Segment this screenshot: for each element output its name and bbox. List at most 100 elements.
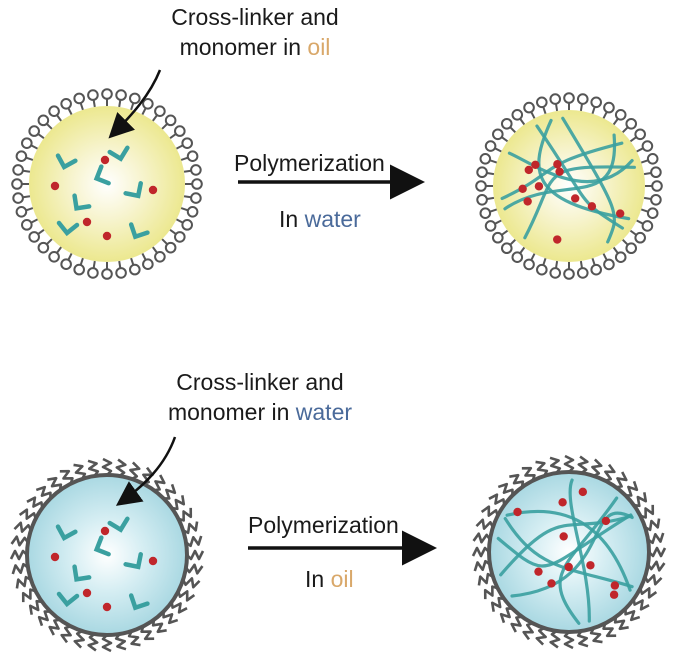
surfactant-tail xyxy=(555,103,559,112)
surfactant-head xyxy=(154,105,166,117)
surfactant-tail xyxy=(509,239,516,246)
surfactant-head xyxy=(523,258,535,271)
surfactant-tail xyxy=(499,607,513,624)
surfactant-tail xyxy=(576,630,589,648)
monomer-glyph xyxy=(72,564,92,582)
surfactant-head xyxy=(614,109,627,121)
surfactant-tail xyxy=(79,102,84,111)
surfactant-tail xyxy=(579,103,583,112)
surfactant-tail xyxy=(37,229,45,235)
crosslinker-dot xyxy=(102,602,112,612)
surfactant-head xyxy=(87,267,99,279)
surfactant-tail xyxy=(519,118,526,126)
surfactant-tail xyxy=(591,458,603,478)
surfactant-head xyxy=(484,140,497,152)
surfactant-tail xyxy=(648,546,667,558)
surfactant-tail xyxy=(494,219,502,225)
polymer-chain xyxy=(510,511,634,598)
surfactant-tail xyxy=(475,518,495,530)
surfactant-head xyxy=(603,258,615,271)
surfactant-head xyxy=(492,231,504,244)
surfactant-tail xyxy=(639,587,658,599)
surfactant-tail xyxy=(489,159,498,164)
surfactant-tail xyxy=(519,246,526,254)
surfactant-layer xyxy=(11,88,203,280)
surfactant-tail xyxy=(622,126,629,133)
crosslinker-dot xyxy=(555,167,564,176)
surfactant-head xyxy=(154,251,166,263)
surfactant-head xyxy=(87,89,99,101)
crosslinker-dot xyxy=(148,556,158,566)
crosslinker-dot xyxy=(559,532,568,541)
monomer-glyph xyxy=(93,164,111,186)
crosslinker-dot xyxy=(553,160,562,169)
surfactant-tail xyxy=(56,114,62,122)
surfactant-tail xyxy=(497,482,514,496)
surfactant-tail xyxy=(486,196,495,200)
surfactant-tail xyxy=(477,572,494,586)
surfactant-head xyxy=(73,263,85,276)
surfactant-tail xyxy=(87,632,99,652)
surfactant-tail xyxy=(509,473,525,488)
surfactant-tail xyxy=(153,474,166,492)
surfactant-tail xyxy=(589,627,603,644)
surfactant-tail xyxy=(47,476,63,491)
surfactant-tail xyxy=(577,455,589,475)
crosslinker-dot xyxy=(615,209,625,218)
polymer-chain xyxy=(505,509,632,592)
surfactant-head xyxy=(476,193,488,206)
surfactant-tail xyxy=(612,246,619,254)
crosslinker-dot xyxy=(100,526,110,536)
surfactant-head xyxy=(641,140,654,152)
surfactant-tail xyxy=(79,257,84,266)
crosslinker-dot xyxy=(50,181,60,191)
surfactant-tail xyxy=(535,626,547,646)
surfactant-tail xyxy=(629,136,637,143)
crosslinker-dot xyxy=(610,581,620,590)
top-medium-solvent: water xyxy=(304,206,361,232)
surfactant-head xyxy=(484,220,497,232)
surfactant-head xyxy=(48,105,60,117)
surfactant-tail xyxy=(35,485,52,499)
surfactant-tail xyxy=(602,253,608,261)
surfactant-head xyxy=(129,263,141,276)
surfactant-tail xyxy=(152,114,158,122)
surfactant-tail xyxy=(480,505,499,517)
surfactant-head xyxy=(476,166,488,179)
polymer-chain xyxy=(503,516,634,589)
surfactant-tail xyxy=(73,629,85,649)
surfactant-tail xyxy=(530,253,536,261)
monomer-glyph xyxy=(123,181,143,199)
surfactant-head xyxy=(625,117,638,130)
surfactant-head xyxy=(101,268,113,280)
surfactant-head xyxy=(603,101,615,114)
monomer-glyph xyxy=(56,591,80,608)
surfactant-tail xyxy=(161,238,168,245)
surfactant-tail xyxy=(170,601,188,614)
surfactant-head xyxy=(646,207,659,219)
surfactant-tail xyxy=(183,195,192,199)
monomer-glyph xyxy=(55,153,78,170)
surfactant-tail xyxy=(151,619,167,634)
crosslinker-dot xyxy=(578,487,588,497)
surfactant-head xyxy=(11,178,23,190)
surfactant-tail xyxy=(483,585,499,600)
surfactant-tail xyxy=(640,208,649,213)
surfactant-tail xyxy=(114,633,127,651)
surfactant-tail xyxy=(615,471,628,489)
surfactant-tail xyxy=(92,260,96,269)
surfactant-head xyxy=(500,242,513,255)
surfactant-tail xyxy=(48,618,61,636)
polymer-chain xyxy=(535,124,625,230)
surfactant-head xyxy=(142,98,154,110)
crosslinker-dot xyxy=(518,184,527,193)
surfactant-head xyxy=(475,180,487,192)
surfactant-shell xyxy=(487,470,651,634)
surfactant-tail xyxy=(186,549,205,561)
surfactant-head xyxy=(590,96,602,109)
surfactant-tail xyxy=(489,208,498,213)
monomer-glyph xyxy=(128,593,150,611)
surfactant-head xyxy=(190,192,202,204)
crosslinker-dot xyxy=(534,567,543,576)
surfactant-tail xyxy=(522,622,534,641)
